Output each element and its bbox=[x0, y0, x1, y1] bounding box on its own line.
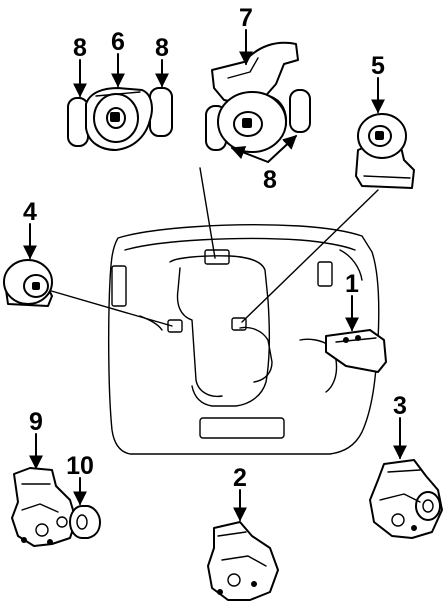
mount-part-10-group bbox=[69, 505, 101, 539]
callout-arrows bbox=[23, 29, 407, 522]
callout-8-right: 8 bbox=[155, 34, 169, 62]
callout-5: 5 bbox=[371, 52, 385, 80]
callout-3: 3 bbox=[393, 392, 407, 420]
callout-9: 9 bbox=[29, 408, 43, 436]
mount-part-9-group bbox=[11, 467, 77, 547]
mount-part-4-group bbox=[3, 259, 53, 307]
mount-part-1-group bbox=[325, 329, 387, 373]
callout-labels: 8 6 8 7 5 8 4 1 3 9 10 2 bbox=[23, 4, 407, 492]
mount-part-7-group bbox=[205, 41, 311, 153]
callout-10: 10 bbox=[66, 452, 94, 480]
callout-4: 4 bbox=[23, 198, 37, 226]
callout-7: 7 bbox=[239, 4, 253, 32]
mount-part-2-group bbox=[207, 521, 279, 601]
callout-8-left: 8 bbox=[73, 34, 87, 62]
leader-lines bbox=[47, 167, 379, 327]
mount-part-6-group bbox=[67, 87, 173, 151]
callout-2: 2 bbox=[233, 464, 247, 492]
engine-bay-outline bbox=[107, 224, 380, 455]
callout-6: 6 bbox=[111, 28, 125, 56]
mount-part-3-group bbox=[369, 459, 443, 539]
callout-1: 1 bbox=[345, 270, 359, 298]
mount-part-5-group bbox=[355, 113, 415, 189]
callout-8-bottom: 8 bbox=[263, 166, 277, 194]
